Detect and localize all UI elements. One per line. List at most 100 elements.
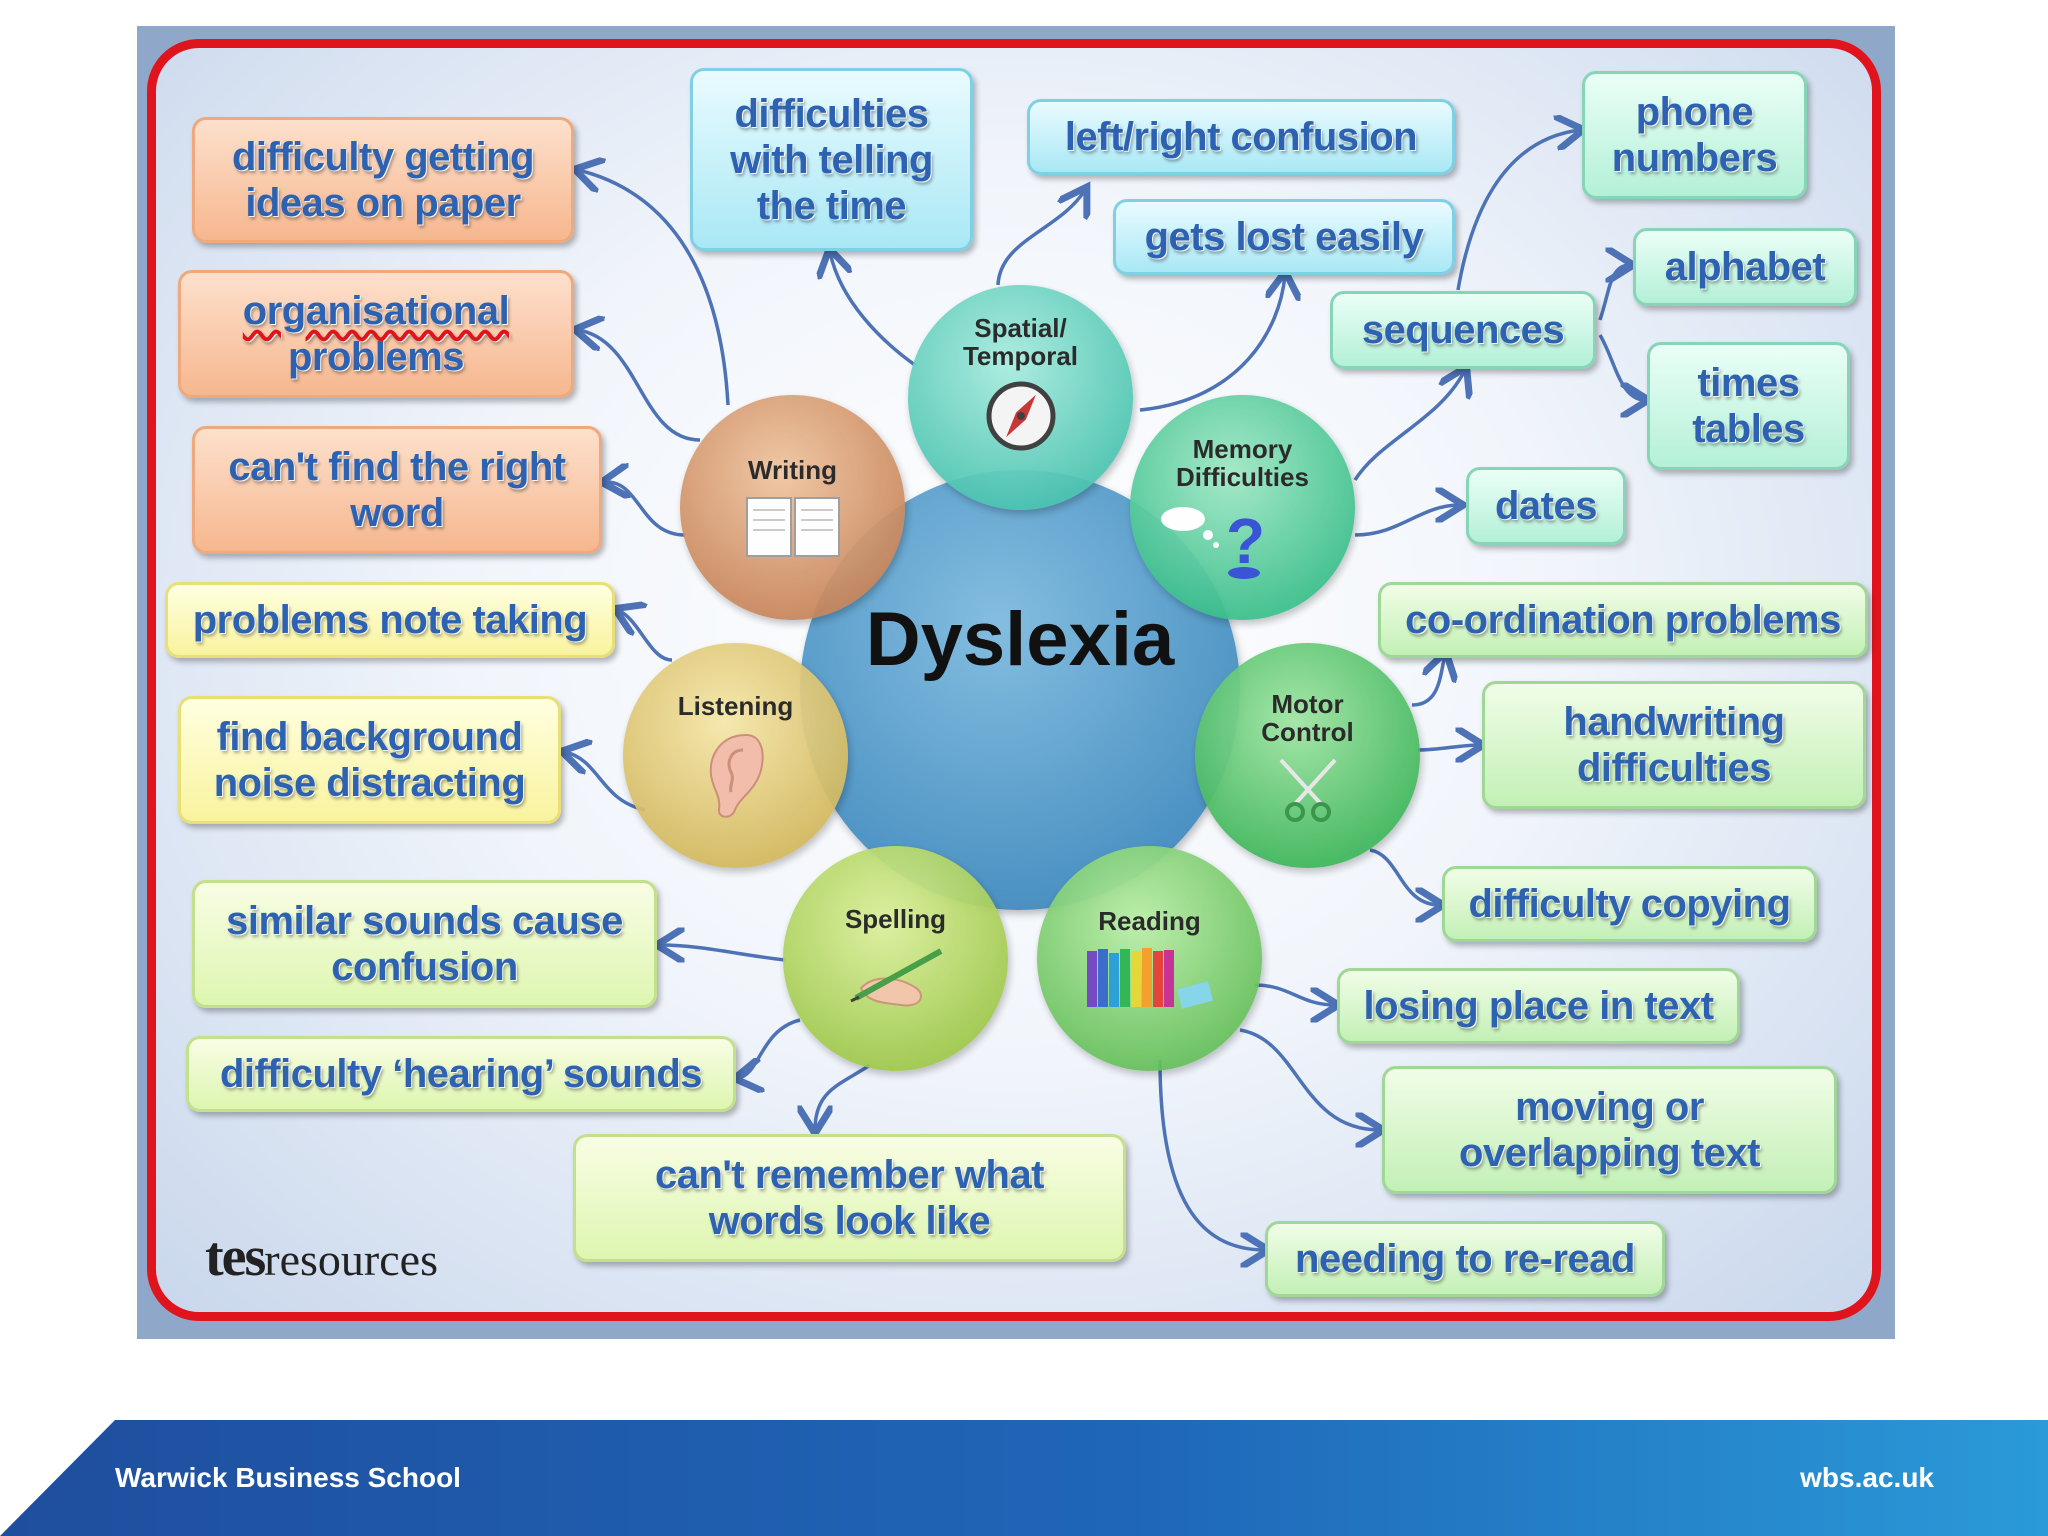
category-spelling: Spelling [783, 846, 1008, 1071]
box-text-line: the time [756, 183, 907, 228]
box-memory-alphabet: alphabet [1633, 228, 1857, 306]
thinking-question-icon: ? [1160, 505, 1265, 579]
box-listening-note-taking: problems note taking [165, 582, 615, 658]
box-text-line: left/right confusion [1064, 115, 1418, 159]
category-label-memory-2: Difficulties [1176, 461, 1309, 492]
category-memory-difficulties: Memory Difficulties ? [1130, 395, 1355, 620]
box-text-line: similar sounds cause [226, 899, 623, 943]
arrow-sequences-phone [1456, 130, 1580, 291]
box-memory-dates: dates [1466, 467, 1626, 545]
box-motor-copying: difficulty copying [1442, 866, 1817, 942]
arrow-spelling-remember [815, 1063, 871, 1130]
box-text-line: find background [216, 715, 523, 759]
box-text-line: difficulty getting [231, 135, 535, 179]
box-text-line: difficulty ‘hearing’ sounds [219, 1052, 703, 1096]
box-text-line: can't remember what [654, 1153, 1045, 1197]
arrow-spelling-hearing [738, 1018, 801, 1078]
category-reading: Reading [1037, 846, 1262, 1071]
box-spelling-hearing: difficulty ‘hearing’ sounds [186, 1036, 736, 1112]
box-text-line: moving or [1515, 1085, 1704, 1129]
box-text-line: gets lost easily [1144, 215, 1424, 259]
logo-tes: tes [205, 1226, 266, 1288]
arrow-writing-ideas [578, 170, 730, 406]
box-spatial-lost: gets lost easily [1113, 199, 1455, 275]
arrow-motor-handwriting [1417, 745, 1480, 750]
box-text-line: dates [1495, 484, 1598, 528]
scissors-icon [1279, 758, 1336, 822]
arrow-reading-reread [1158, 1059, 1265, 1250]
box-reading-reread: needing to re-read [1265, 1221, 1665, 1297]
box-text-line: losing place in text [1363, 984, 1714, 1028]
category-label-spelling: Spelling [844, 903, 947, 934]
box-text-line: overlapping text [1459, 1131, 1760, 1175]
category-label-reading: Reading [1098, 905, 1201, 936]
box-text-line: co-ordination problems [1405, 598, 1841, 642]
box-text-line: alphabet [1664, 245, 1826, 289]
category-writing: Writing [680, 395, 905, 620]
svg-text:?: ? [1226, 505, 1265, 577]
box-motor-coordination: co-ordination problems [1378, 582, 1868, 658]
footer-website: wbs.ac.uk [1800, 1462, 1934, 1493]
box-text-line: handwriting [1563, 700, 1785, 744]
arrow-spelling-similar [660, 945, 786, 960]
arrow-memory-sequences [1353, 370, 1465, 481]
category-label-writing: Writing [747, 454, 838, 485]
box-text-line: needing to re-read [1295, 1237, 1635, 1281]
box-text-line: can't find the right [228, 445, 566, 489]
box-spatial-left-right: left/right confusion [1027, 99, 1455, 175]
category-spatial-temporal: Spatial/ Temporal [908, 285, 1133, 510]
box-text-line: difficulties [1576, 746, 1772, 790]
box-reading-losing-place: losing place in text [1337, 968, 1740, 1044]
category-label-spatial-2: Temporal [962, 340, 1079, 371]
box-text-line: numbers [1611, 136, 1778, 180]
category-label-memory-1: Memory [1192, 433, 1293, 464]
category-label-motor-2: Control [1261, 716, 1354, 747]
hand-writing-icon [849, 947, 942, 1006]
arrow-sequences-alphabet [1598, 265, 1630, 321]
category-label-motor-1: Motor [1271, 688, 1344, 719]
arrow-motor-copying [1369, 848, 1440, 905]
box-text-line: with telling [730, 137, 933, 182]
arrow-writing-word [605, 482, 686, 537]
box-text-line: sequences [1361, 308, 1565, 352]
arrow-memory-dates [1354, 505, 1460, 537]
compass-icon [986, 381, 1055, 450]
category-label-listening: Listening [677, 690, 794, 721]
footer-bar [0, 1420, 2048, 1536]
box-text-line: tables [1692, 407, 1805, 451]
box-text-line: phone [1635, 90, 1754, 134]
tes-resources-logo: tesresources [205, 1225, 438, 1289]
arrow-spatial-lost [1139, 275, 1285, 412]
arrow-spatial-time [830, 252, 917, 367]
category-label-spatial-1: Spatial/ [974, 312, 1067, 343]
box-text-line: difficulties [734, 91, 929, 136]
open-book-icon [745, 496, 840, 557]
arrow-writing-organisational [578, 330, 701, 442]
arrow-sequences-times [1598, 334, 1645, 400]
category-motor-control: Motor Control [1195, 643, 1420, 868]
arrow-reading-losing [1254, 983, 1335, 1005]
box-text-line: noise distracting [213, 761, 526, 805]
logo-resources: resources [264, 1234, 438, 1285]
box-text-line: organisational [242, 289, 510, 333]
arrow-spatial-leftright [996, 190, 1085, 286]
category-listening: Listening [623, 643, 848, 868]
box-text-line: ideas on paper [245, 181, 521, 225]
arrow-reading-moving [1239, 1028, 1380, 1130]
box-text-line: confusion [331, 945, 518, 989]
box-text-line: words look like [708, 1199, 991, 1243]
arrow-listening-noise [565, 752, 646, 812]
footer-school-name: Warwick Business School [115, 1462, 461, 1493]
arrow-motor-coordination [1411, 655, 1445, 707]
